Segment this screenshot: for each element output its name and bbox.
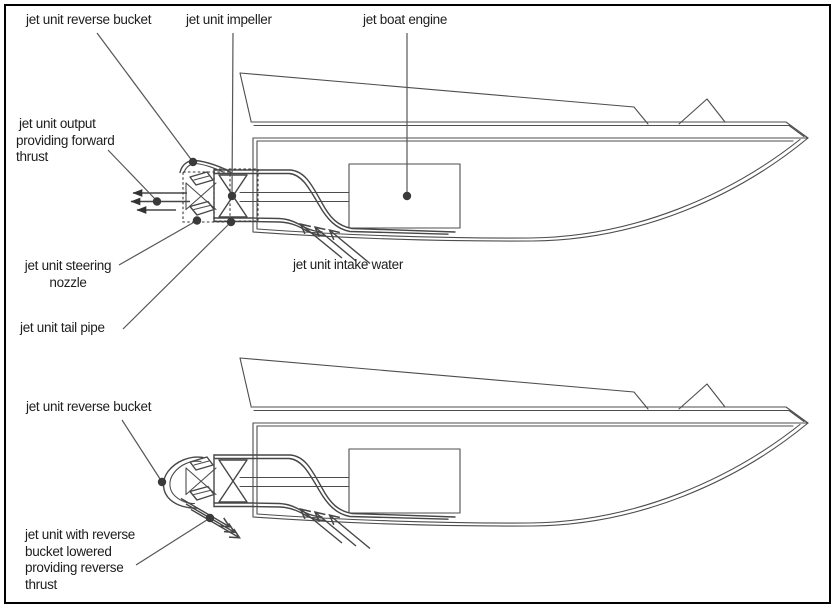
reverse-thrust-anchor-dot [205, 513, 215, 523]
label-steering-nozzle: jet unit steering nozzle [12, 258, 124, 291]
label-forward-thrust-output-line3: thrust [16, 149, 48, 164]
tail-pipe-anchor-dot [226, 217, 236, 227]
bottom-reverse-bucket-leader [121, 419, 163, 483]
tail-pipe-dashed-box [213, 168, 259, 222]
label-top-reverse-bucket: jet unit reverse bucket [26, 12, 152, 27]
steering-nozzle-anchor-dot [192, 216, 202, 225]
reverse-thrust-arrow-1 [180, 497, 231, 528]
reverse-bucket-lowered-outer [162, 456, 204, 509]
label-tail-pipe: jet unit tail pipe [20, 320, 105, 335]
reverse-bucket-leader [96, 32, 194, 163]
impeller-anchor-dot [227, 191, 237, 201]
bottom-boat-drawing [186, 358, 808, 549]
label-reverse-thrust-line1: jet unit with reverse [25, 527, 135, 542]
impeller-leader [231, 32, 234, 197]
reverse-bucket-lowered-inner [169, 460, 202, 505]
label-reverse-thrust: jet unit with reverse bucket lowered pro… [25, 527, 135, 593]
reverse-thrust-leader [135, 517, 211, 566]
label-bottom-reverse-bucket: jet unit reverse bucket [26, 399, 152, 414]
label-steering-nozzle-line1: jet unit steering [24, 258, 112, 273]
steering-nozzle-leader [118, 219, 198, 266]
figure-border [4, 4, 831, 604]
label-steering-nozzle-line2: nozzle [49, 274, 87, 290]
label-forward-thrust-output: jet unit output providing forward thrust [16, 116, 115, 166]
top-leader-lines [96, 32, 412, 330]
label-intake-water: jet unit intake water [293, 257, 404, 272]
tail-pipe-leader [122, 221, 232, 330]
bottom-leader-lines [121, 419, 215, 566]
top-boat-drawing [186, 73, 808, 264]
label-impeller: jet unit impeller [186, 12, 272, 27]
output-anchor-dot [152, 197, 162, 206]
label-reverse-thrust-line2: bucket lowered [25, 543, 112, 559]
label-forward-thrust-output-line2: providing forward [16, 132, 115, 148]
reverse-bucket-raised-inner [183, 162, 224, 174]
label-forward-thrust-output-line1: jet unit output [19, 116, 96, 131]
steering-nozzle-dashed-box [182, 171, 231, 223]
label-reverse-thrust-line4: thrust [25, 576, 57, 592]
reverse-bucket-anchor-dot [188, 157, 198, 167]
engine-anchor-dot [402, 191, 412, 201]
output-leader [107, 149, 158, 202]
reverse-thrust-arrow-3 [190, 508, 241, 539]
label-reverse-thrust-line3: providing reverse [25, 560, 124, 575]
bottom-reverse-bucket-anchor-dot [157, 477, 167, 487]
label-engine: jet boat engine [363, 12, 448, 27]
